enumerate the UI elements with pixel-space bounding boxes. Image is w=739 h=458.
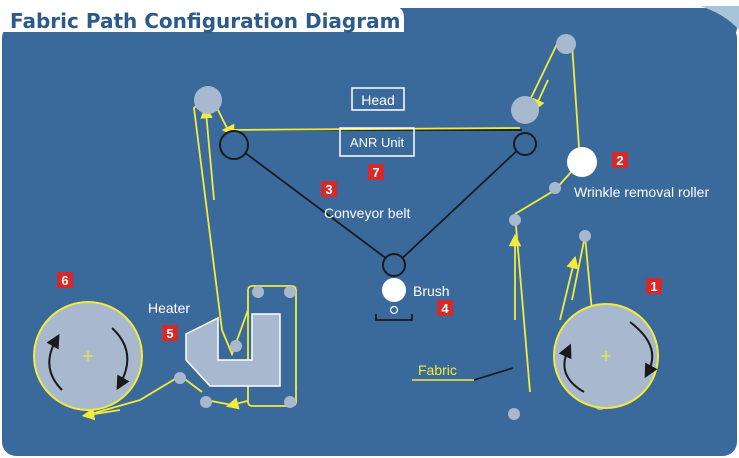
- brush-unit: [375, 278, 413, 321]
- marker-1: 1: [646, 278, 662, 294]
- head-box: [351, 87, 405, 111]
- brush-roller: [382, 278, 406, 302]
- fabric-leader-line: [473, 367, 514, 381]
- brush-label: Brush: [413, 283, 450, 299]
- roller-top-right: [511, 96, 539, 124]
- winding-roll: [33, 301, 143, 411]
- svg-text:2: 2: [616, 153, 623, 168]
- belt-roller-right: [513, 132, 537, 156]
- panel-edge-top-right: [390, 8, 737, 38]
- belt-roller-left: [219, 130, 249, 160]
- anr-unit-box: [339, 127, 415, 157]
- roller-top-left: [194, 86, 222, 114]
- svg-text:5: 5: [166, 326, 173, 341]
- page-title: Fabric Path Configuration Diagram: [10, 9, 400, 33]
- svg-text:1: 1: [650, 279, 657, 294]
- rotation-arrow-icon: [111, 327, 130, 391]
- title-tab: [2, 6, 404, 32]
- marker-2: 2: [612, 152, 628, 168]
- wrinkle-roller-label: Wrinkle removal roller: [574, 184, 709, 200]
- svg-text:3: 3: [325, 182, 332, 197]
- fabric-direction-arrows: [81, 79, 579, 421]
- conveyor-belt-label: Conveyor belt: [324, 205, 410, 221]
- svg-text:6: 6: [61, 273, 68, 288]
- marker-7: 7: [368, 164, 384, 180]
- heater-label: Heater: [148, 300, 190, 316]
- head-label: Head: [361, 92, 394, 108]
- marker-4: 4: [437, 300, 453, 316]
- panel-corner-accent: [700, 6, 739, 30]
- fabric-label: Fabric: [418, 362, 457, 378]
- wrinkle-removal-roller: [567, 147, 597, 177]
- heater-block: [185, 285, 297, 407]
- rotation-arrow-icon: [629, 321, 658, 379]
- supply-roll: [553, 303, 659, 409]
- svg-text:7: 7: [372, 165, 379, 180]
- roller-far-top-right: [556, 34, 576, 54]
- marker-6: 6: [57, 272, 73, 288]
- svg-text:4: 4: [441, 301, 449, 316]
- belt-rollers: [219, 130, 537, 277]
- anr-unit-label: ANR Unit: [350, 135, 405, 150]
- marker-5: 5: [162, 325, 178, 341]
- heater-shape: [185, 313, 281, 387]
- marker-3: 3: [321, 181, 337, 197]
- guide-rollers: [174, 34, 606, 420]
- belt-roller-bottom: [382, 253, 406, 277]
